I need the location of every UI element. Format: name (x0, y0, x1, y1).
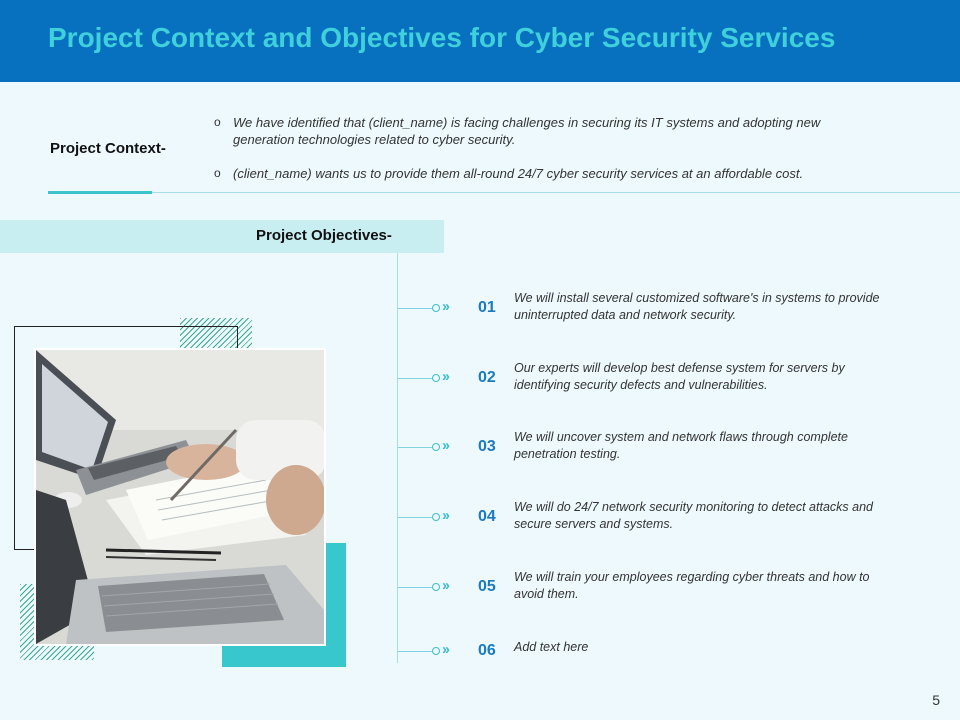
objective-item-02: ›› 02 Our experts will develop best defe… (398, 361, 918, 408)
double-chevron-icon: ›› (442, 437, 450, 454)
objective-number: 04 (478, 508, 496, 525)
hatch-pattern-top (180, 318, 252, 348)
double-chevron-icon: ›› (442, 298, 450, 315)
double-chevron-icon: ›› (442, 368, 450, 385)
laptop-photo (34, 348, 326, 646)
page-number: 5 (932, 692, 940, 708)
objective-connector (398, 447, 434, 448)
objectives-heading: Project Objectives- (256, 227, 392, 244)
context-bullet: o We have identified that (client_name) … (212, 114, 872, 148)
objective-connector (398, 517, 434, 518)
objective-text: We will install several customized softw… (514, 291, 880, 322)
circle-node-icon (432, 513, 440, 521)
double-chevron-icon: ›› (442, 507, 450, 524)
slide-header: Project Context and Objectives for Cyber… (0, 0, 960, 82)
laptop-photo-illustration (36, 350, 324, 644)
context-bullet-list: o We have identified that (client_name) … (212, 114, 872, 199)
objective-item-01: ›› 01 We will install several customized… (398, 291, 918, 338)
context-divider (48, 192, 960, 193)
context-divider-accent (48, 191, 152, 194)
context-heading: Project Context- (50, 140, 166, 157)
objective-item-03: ›› 03 We will uncover system and network… (398, 430, 918, 477)
objectives-heading-band (0, 220, 444, 253)
objective-number: 02 (478, 369, 496, 386)
circle-node-icon (432, 374, 440, 382)
double-chevron-icon: ›› (442, 577, 450, 594)
objective-item-06: ›› 06 Add text here (398, 640, 918, 681)
objective-number: 01 (478, 299, 496, 316)
circle-node-icon (432, 304, 440, 312)
context-bullet-text: We have identified that (client_name) is… (233, 115, 821, 147)
objective-connector (398, 587, 434, 588)
objective-number: 05 (478, 578, 496, 595)
bullet-circle-icon: o (214, 166, 221, 180)
objective-item-04: ›› 04 We will do 24/7 network security m… (398, 500, 918, 547)
objective-number: 06 (478, 642, 496, 659)
circle-node-icon (432, 443, 440, 451)
objective-connector (398, 651, 434, 652)
objective-connector (398, 308, 434, 309)
objective-text: We will do 24/7 network security monitor… (514, 500, 873, 531)
bullet-circle-icon: o (214, 115, 221, 129)
objective-text: We will uncover system and network flaws… (514, 430, 848, 461)
circle-node-icon (432, 647, 440, 655)
objective-text: We will train your employees regarding c… (514, 570, 870, 601)
objective-text: Our experts will develop best defense sy… (514, 361, 845, 392)
context-bullet-text: (client_name) wants us to provide them a… (233, 166, 804, 181)
objective-item-05: ›› 05 We will train your employees regar… (398, 570, 918, 617)
double-chevron-icon: ›› (442, 641, 450, 658)
objectives-timeline-line (397, 253, 398, 663)
objective-number: 03 (478, 438, 496, 455)
circle-node-icon (432, 583, 440, 591)
objective-text[interactable]: Add text here (514, 640, 589, 654)
slide-title: Project Context and Objectives for Cyber… (48, 22, 836, 53)
context-bullet: o (client_name) wants us to provide them… (212, 165, 872, 182)
objective-connector (398, 378, 434, 379)
